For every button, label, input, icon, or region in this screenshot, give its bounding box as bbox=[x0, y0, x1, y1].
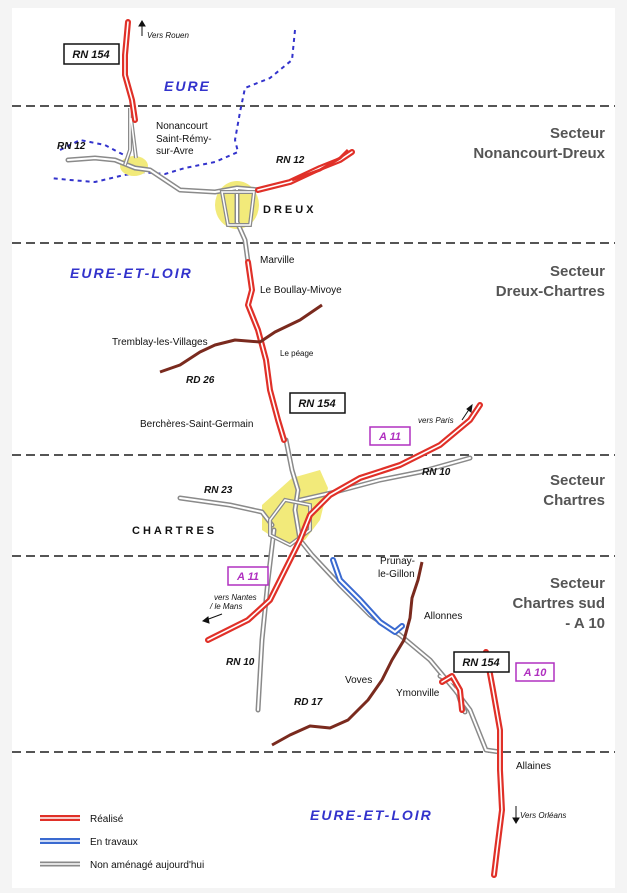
map-sheet bbox=[12, 8, 615, 888]
sector-2-line1: Secteur bbox=[550, 263, 605, 280]
direction-orleans: Vers Orléans bbox=[520, 811, 566, 820]
place-chartres: CHARTRES bbox=[132, 525, 217, 537]
completed-roads bbox=[122, 19, 505, 878]
a11-top-box bbox=[369, 426, 411, 446]
department-eure: EURE bbox=[164, 78, 211, 94]
a11-bot-label: A 11 bbox=[236, 571, 259, 583]
sector-2-line2: Dreux-Chartres bbox=[496, 283, 605, 300]
rn154-top-label: RN 154 bbox=[72, 49, 109, 61]
legend-works: En travaux bbox=[90, 837, 138, 848]
rn154-bot-label: RN 154 bbox=[462, 657, 499, 669]
sector-3-line2: Chartres bbox=[543, 492, 605, 509]
secondary-roads bbox=[159, 303, 424, 747]
sector-3-line1: Secteur bbox=[550, 472, 605, 489]
place-voves: Voves bbox=[345, 675, 372, 686]
sector-4-line2: Chartres sud bbox=[512, 595, 605, 612]
rn10-top-label: RN 10 bbox=[422, 467, 451, 478]
arrow-nantes-head bbox=[201, 616, 210, 624]
place-peage: Le péage bbox=[280, 349, 314, 358]
arrow-rouen-head bbox=[138, 20, 146, 27]
a11-top-label: A 11 bbox=[378, 431, 401, 443]
department-eure-et-loir-bottom: EURE-ET-LOIR bbox=[310, 807, 433, 823]
sector-labels: Secteur Nonancourt-Dreux Secteur Dreux-C… bbox=[473, 125, 605, 632]
rn154-mid-label: RN 154 bbox=[298, 398, 335, 410]
rn154-top-box bbox=[63, 43, 120, 65]
a10-label: A 10 bbox=[523, 667, 548, 679]
rn12-right-label: RN 12 bbox=[276, 155, 305, 166]
sector-1-line2: Nonancourt-Dreux bbox=[473, 145, 605, 162]
road-rd17 bbox=[271, 561, 424, 747]
department-eure-et-loir-top: EURE-ET-LOIR bbox=[70, 265, 193, 281]
place-prunay-1: Prunay- bbox=[380, 556, 415, 567]
direction-nantes-2: / le Mans bbox=[209, 602, 242, 611]
road-label-boxes: RN 154 RN 154 RN 154 A 11 A 11 A 10 bbox=[63, 43, 555, 682]
road-rd26 bbox=[159, 303, 323, 374]
legend-none: Non aménagé aujourd'hui bbox=[90, 860, 204, 871]
place-marville: Marville bbox=[260, 255, 295, 266]
place-ymonville: Ymonville bbox=[396, 688, 440, 699]
sector-4-line3: - A 10 bbox=[565, 615, 605, 632]
sector-1-line1: Secteur bbox=[550, 125, 605, 142]
rn12-left-label: RN 12 bbox=[57, 141, 86, 152]
place-bercheres: Berchères-Saint-Germain bbox=[140, 419, 253, 430]
place-saint-remy-1: Saint-Rémy- bbox=[156, 134, 212, 145]
direction-nantes-1: vers Nantes bbox=[214, 593, 257, 602]
a10-box bbox=[515, 662, 555, 682]
place-saint-remy-2: sur-Avre bbox=[156, 146, 194, 157]
a11-bot-box bbox=[227, 566, 269, 586]
place-prunay-2: le-Gillon bbox=[378, 569, 415, 580]
place-allaines: Allaines bbox=[516, 761, 551, 772]
place-nonancourt: Nonancourt bbox=[156, 121, 208, 132]
rn154-bot-box bbox=[453, 651, 510, 673]
arrow-orleans-head bbox=[512, 817, 520, 824]
rn154-mid-box bbox=[289, 392, 346, 414]
rd17-label: RD 17 bbox=[294, 697, 323, 708]
department-border bbox=[49, 29, 296, 184]
sector-4-line1: Secteur bbox=[550, 575, 605, 592]
rn23-label: RN 23 bbox=[204, 485, 233, 496]
legend-done: Réalisé bbox=[90, 814, 124, 825]
unimproved-roads bbox=[65, 108, 503, 755]
place-dreux: DREUX bbox=[263, 204, 317, 216]
rd26-label: RD 26 bbox=[186, 375, 215, 386]
direction-arrows bbox=[138, 20, 520, 824]
direction-rouen: Vers Rouen bbox=[147, 31, 190, 40]
legend: Réalisé En travaux Non aménagé aujourd'h… bbox=[40, 814, 204, 871]
works-roads bbox=[330, 557, 405, 635]
place-tremblay: Tremblay-les-Villages bbox=[112, 337, 208, 348]
place-boullay: Le Boullay-Mivoye bbox=[260, 285, 342, 296]
rn10-bot-label: RN 10 bbox=[226, 657, 255, 668]
place-allonnes: Allonnes bbox=[424, 611, 462, 622]
arrow-paris-head bbox=[466, 403, 473, 413]
direction-paris: vers Paris bbox=[418, 416, 454, 425]
